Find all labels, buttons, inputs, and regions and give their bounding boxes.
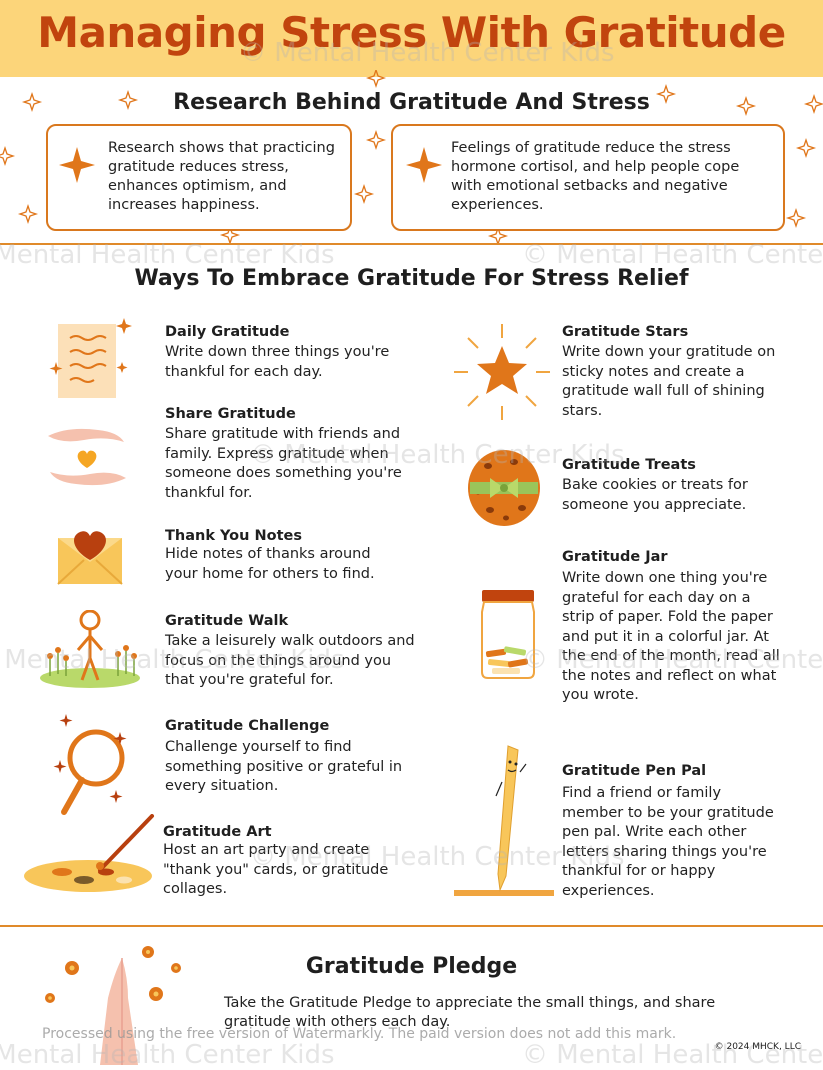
journal-icon — [49, 318, 132, 398]
walking-person-icon — [40, 610, 140, 688]
item-text-thank-you-notes: Hide notes of thanks around your home fo… — [165, 546, 375, 582]
section-divider — [0, 243, 823, 245]
item-text-gratitude-stars: Write down your gratitude on sticky note… — [562, 344, 776, 419]
research-text-2: Feelings of gratitude reduce the stress … — [451, 140, 740, 213]
item-title-gratitude-challenge: Gratitude Challenge — [165, 718, 330, 734]
header-band — [0, 0, 823, 77]
sparkle-icon — [406, 147, 442, 183]
item-text-daily-gratitude: Write down three things you're thankful … — [165, 344, 390, 380]
ways-heading: Ways To Embrace Gratitude For Stress Rel… — [134, 266, 689, 291]
copyright: © 2024 MHCK, LLC — [714, 1042, 801, 1052]
item-title-share-gratitude: Share Gratitude — [165, 406, 296, 422]
item-title-gratitude-walk: Gratitude Walk — [165, 613, 289, 629]
item-title-gratitude-jar: Gratitude Jar — [562, 549, 668, 565]
sparkle-icon — [59, 147, 95, 183]
cookie-icon — [468, 450, 540, 526]
magnifier-icon — [53, 714, 127, 815]
star-icon — [454, 324, 550, 420]
praying-hands-icon — [45, 946, 181, 1065]
research-card-1: Research shows that practicing gratitude… — [46, 124, 352, 231]
item-title-gratitude-stars: Gratitude Stars — [562, 324, 689, 340]
item-text-gratitude-art: Host an art party and create "thank you"… — [163, 842, 389, 897]
item-text-gratitude-treats: Bake cookies or treats for someone you a… — [562, 477, 748, 513]
item-text-gratitude-challenge: Challenge yourself to find something pos… — [165, 739, 403, 794]
item-text-gratitude-walk: Take a leisurely walk outdoors and focus… — [165, 633, 415, 688]
item-title-gratitude-treats: Gratitude Treats — [562, 457, 696, 473]
research-text-1: Research shows that practicing gratitude… — [108, 140, 335, 213]
item-title-thank-you-notes: Thank You Notes — [165, 528, 303, 544]
research-card-2: Feelings of gratitude reduce the stress … — [391, 124, 785, 231]
item-text-gratitude-pen-pal: Find a friend or family member to be you… — [562, 785, 774, 899]
sparkle-decoration-icon — [0, 70, 823, 245]
item-title-gratitude-pen-pal: Gratitude Pen Pal — [562, 763, 707, 779]
section-divider — [0, 925, 823, 927]
pen-icon — [454, 745, 554, 896]
item-text-share-gratitude: Share gratitude with friends and family.… — [165, 426, 402, 501]
jar-icon — [481, 590, 535, 679]
page-title: Managing Stress With Gratitude — [37, 8, 786, 57]
pledge-heading: Gratitude Pledge — [305, 954, 518, 979]
item-text-gratitude-jar: Write down one thing you're grateful for… — [562, 570, 780, 703]
item-title-daily-gratitude: Daily Gratitude — [165, 324, 290, 340]
item-title-gratitude-art: Gratitude Art — [163, 824, 272, 840]
paint-palette-icon — [24, 814, 154, 892]
pledge-text: Take the Gratitude Pledge to appreciate … — [224, 995, 716, 1030]
watermark-notice: Processed using the free version of Wate… — [42, 1026, 677, 1042]
envelope-heart-icon — [57, 531, 123, 585]
hands-heart-icon — [48, 428, 126, 486]
research-heading: Research Behind Gratitude And Stress — [173, 90, 650, 115]
